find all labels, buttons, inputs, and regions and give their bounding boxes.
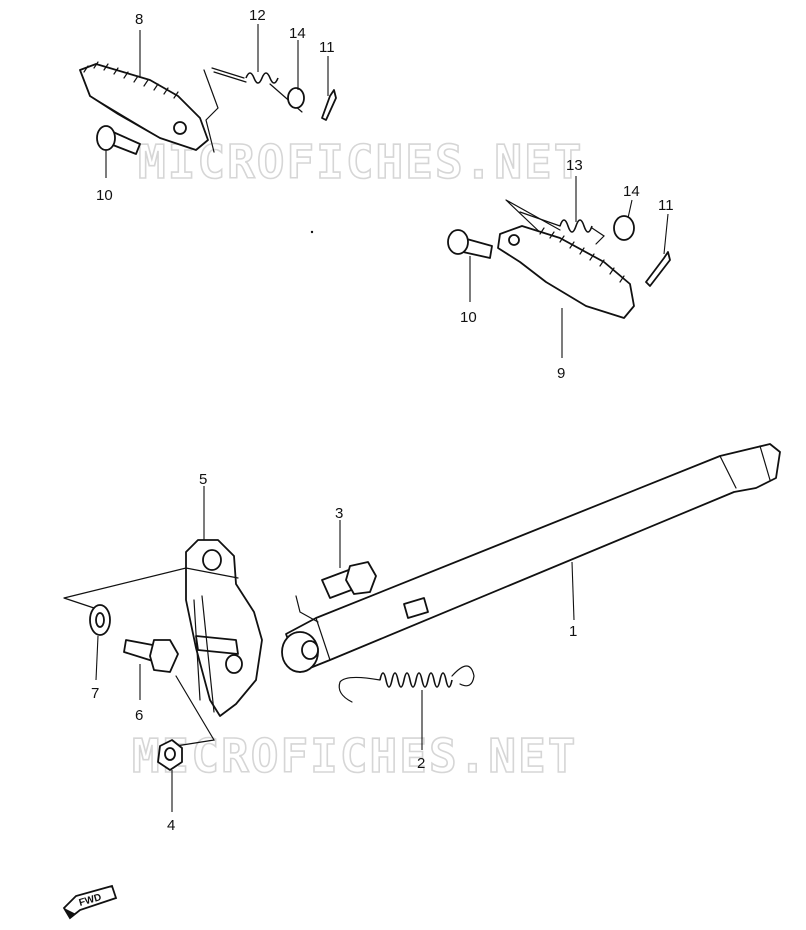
- stray-mark: [310, 230, 314, 234]
- cotter-pin-11-right[interactable]: [645, 251, 671, 287]
- callout-1: 1: [569, 623, 577, 640]
- callout-8: 8: [135, 11, 143, 28]
- cotter-pin-11-left[interactable]: [321, 89, 337, 121]
- callout-7: 7: [91, 685, 99, 702]
- bolt-6[interactable]: [123, 639, 179, 673]
- spring-2[interactable]: [338, 665, 475, 703]
- callout-10-left: 10: [96, 187, 113, 204]
- callout-2: 2: [417, 755, 425, 772]
- footrest-peg-8[interactable]: [79, 61, 209, 151]
- callouts: 8 12 14 11 10 13 14 11 10 9 5 3 1 7 6 2 …: [91, 7, 674, 834]
- callout-11-right: 11: [658, 197, 674, 214]
- callout-6: 6: [135, 707, 143, 724]
- callout-3: 3: [335, 505, 343, 522]
- washer-7[interactable]: [89, 604, 111, 636]
- callout-5: 5: [199, 471, 207, 488]
- callout-14-left: 14: [289, 25, 306, 42]
- spring-12[interactable]: [211, 67, 303, 113]
- washer-14-left[interactable]: [287, 87, 305, 109]
- washer-14-right[interactable]: [613, 215, 635, 241]
- footrest-peg-9[interactable]: [497, 225, 635, 319]
- clevis-pin-10-left[interactable]: [96, 125, 141, 155]
- stand-bracket-5[interactable]: [185, 539, 263, 717]
- forward-arrow: FWD: [62, 884, 118, 920]
- spring-13[interactable]: [519, 211, 605, 245]
- callout-12: 12: [249, 7, 266, 24]
- callout-4: 4: [167, 817, 175, 834]
- nut-4[interactable]: [157, 739, 183, 771]
- clevis-pin-10-right[interactable]: [447, 229, 493, 259]
- watermark-bottom: MICROFICHES.NET: [132, 729, 577, 783]
- callout-10-right: 10: [460, 309, 477, 326]
- footrest-left-assembly: [79, 61, 337, 155]
- callout-13: 13: [566, 157, 583, 174]
- side-stand-assembly: [63, 443, 781, 771]
- callout-14-right: 14: [623, 183, 640, 200]
- footrest-right-assembly: [447, 199, 671, 319]
- leader-lines: [95, 24, 669, 812]
- bolt-3[interactable]: [321, 561, 377, 599]
- callout-11-left: 11: [319, 39, 335, 56]
- side-stand-1[interactable]: [281, 443, 781, 673]
- callout-9: 9: [557, 365, 565, 382]
